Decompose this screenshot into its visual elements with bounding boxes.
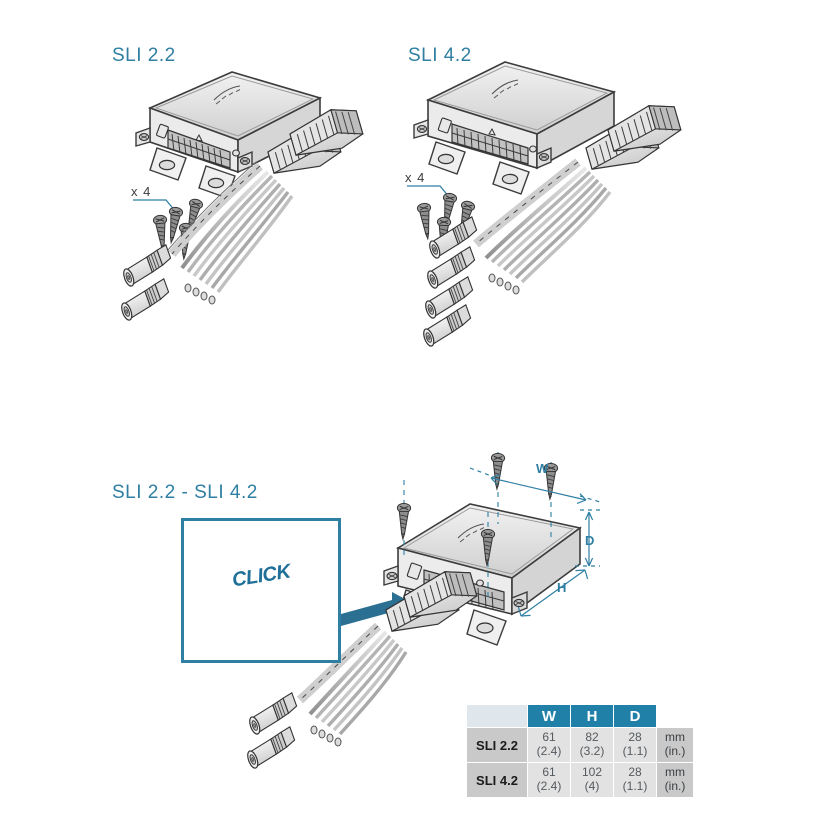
cell-sli42-w-mm: 61 [542,765,556,780]
table-units-header-cell [656,704,694,728]
cell-sli42-d-in: (1.1) [622,779,648,793]
column-header-w: W [527,704,571,728]
row-label-sli-2-2: SLI 2.2 [466,727,528,763]
dimensions-spec-table: W H D SLI 2.2 61 (2.4) 82 (3.2) 28 (1.1)… [466,704,694,798]
click-callout-box [181,518,341,663]
label-sli-4-2: SLI 4.2 [408,45,472,66]
harness-main [242,564,480,771]
dimension-label-depth: D [585,533,595,548]
cell-sli22-w-mm: 61 [542,730,556,745]
screw-count-label-right: x 4 [405,170,426,185]
insertion-arrow [341,592,418,626]
column-header-h: H [570,704,614,728]
cell-sli42-d-mm: 28 [628,765,642,780]
screw-count-label-left: x 4 [131,184,152,199]
cell-sli42-h-in: (4) [584,779,600,793]
cell-sli22-h: 82 (3.2) [570,727,614,763]
cell-sli22-d-mm: 28 [628,730,642,745]
cell-sli22-w: 61 (2.4) [527,727,571,763]
harness-sli22 [116,102,366,323]
cell-sli22-h-mm: 82 [585,730,599,745]
table-row: SLI 2.2 61 (2.4) 82 (3.2) 28 (1.1) mm (i… [466,727,694,763]
cell-sli22-d: 28 (1.1) [613,727,657,763]
cell-sli22-units: mm (in.) [656,727,694,763]
module-main-illustration [383,503,582,646]
unit-mm-row2: mm [665,765,685,780]
cell-sli42-d: 28 (1.1) [613,762,657,798]
dimension-label-width: W [536,461,549,476]
dimension-label-height: H [557,580,567,595]
unit-in-row1: (in.) [664,744,686,758]
cell-sli42-h-mm: 102 [581,765,603,780]
module-sli22-illustration [135,71,323,199]
cell-sli22-d-in: (1.1) [622,744,648,758]
table-header-row: W H D [466,704,694,728]
dimension-lines [469,467,601,617]
table-row: SLI 4.2 61 (2.4) 102 (4) 28 (1.1) mm (in… [466,762,694,798]
cell-sli42-w-in: (2.4) [536,779,562,793]
cell-sli42-h: 102 (4) [570,762,614,798]
table-corner-cell [466,704,528,728]
cell-sli22-h-in: (3.2) [579,744,605,758]
unit-mm-row1: mm [665,730,685,745]
label-sli-2-2-and-4-2: SLI 2.2 - SLI 4.2 [112,482,258,503]
column-header-d: D [613,704,657,728]
cell-sli42-w: 61 (2.4) [527,762,571,798]
cell-sli42-units: mm (in.) [656,762,694,798]
harness-sli42 [418,98,684,349]
cell-sli22-w-in: (2.4) [536,744,562,758]
label-sli-2-2: SLI 2.2 [112,45,176,66]
row-label-sli-4-2: SLI 4.2 [466,762,528,798]
module-sli42-illustration [413,61,617,195]
unit-in-row2: (in.) [664,779,686,793]
